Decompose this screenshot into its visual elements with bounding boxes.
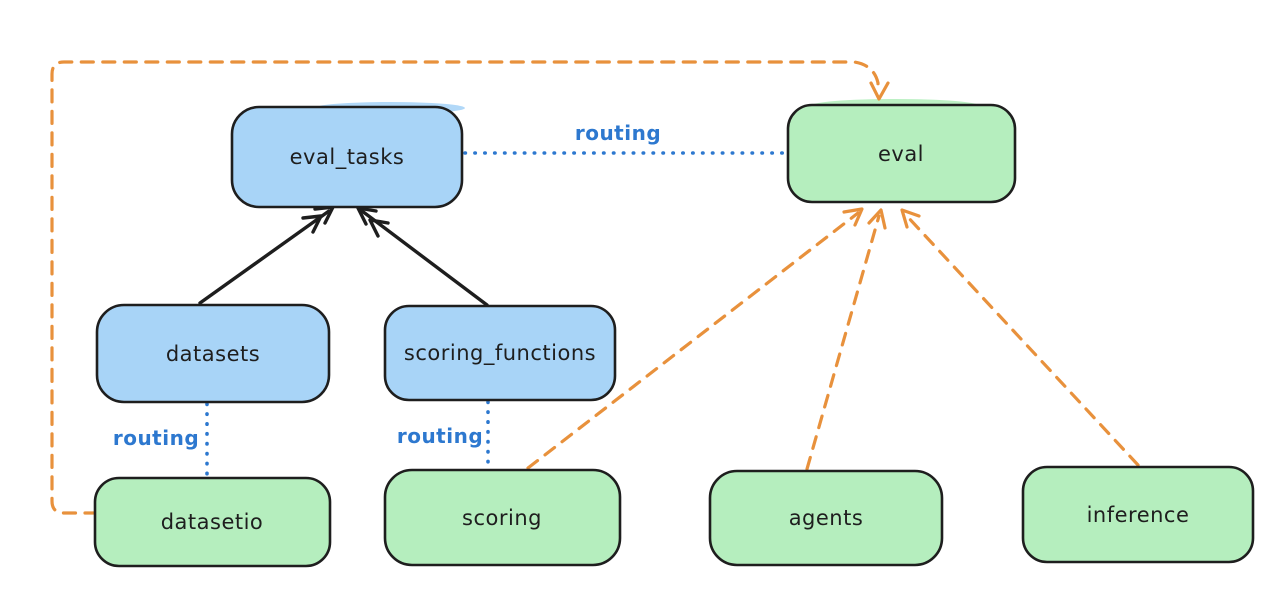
arrowhead-agents-to-eval [867,208,887,230]
node-agents-box [708,469,944,567]
edge-datasetio-to-eval [50,60,880,515]
arrowhead-datasets-to-eval-tasks-2 [301,214,323,234]
edge-scoring-to-eval [526,211,860,470]
node-agents: agents [708,469,944,567]
node-scoring-functions-label: scoring_functions [404,341,596,366]
node-eval-tasks-box [230,105,464,209]
node-datasets: datasets [95,303,331,404]
node-datasetio: datasetio [93,476,332,568]
edge-label-routing-top: routing [575,121,661,145]
node-eval-label: eval [878,142,924,166]
node-scoring: scoring [383,468,622,567]
node-scoring-functions: scoring_functions [383,304,617,402]
node-scoring-label: scoring [462,506,542,530]
edge-agents-to-eval [805,214,881,471]
edge-inference-to-eval [903,212,1140,467]
node-eval-tasks: eval_tasks [230,105,464,209]
arrowhead-datasetio-to-eval [869,81,890,101]
node-datasets-box [95,303,331,404]
node-scoring-functions-box [383,304,617,402]
edge-label-routing-datasetio: routing [113,426,199,450]
edge-label-routing-scoring: routing [397,424,483,448]
node-datasets-label: datasets [166,342,260,366]
node-inference-label: inference [1087,503,1190,527]
node-inference: inference [1021,465,1255,564]
node-eval-box [786,103,1017,204]
arrowhead-scoring-functions-to-eval-tasks-2 [368,218,390,238]
arrowhead-scoring-to-eval [842,207,864,227]
node-agents-label: agents [789,506,864,530]
node-scoring-box [383,468,622,567]
node-eval-tasks-label: eval_tasks [290,145,405,170]
arrowhead-inference-to-eval [900,208,921,229]
node-datasetio-label: datasetio [161,510,264,534]
edge-datasets-to-eval-tasks [198,209,331,305]
node-eval: eval [786,103,1017,204]
node-datasetio-box [93,476,332,568]
edge-scoring-functions-to-eval-tasks [360,209,489,307]
node-inference-box [1021,465,1255,564]
